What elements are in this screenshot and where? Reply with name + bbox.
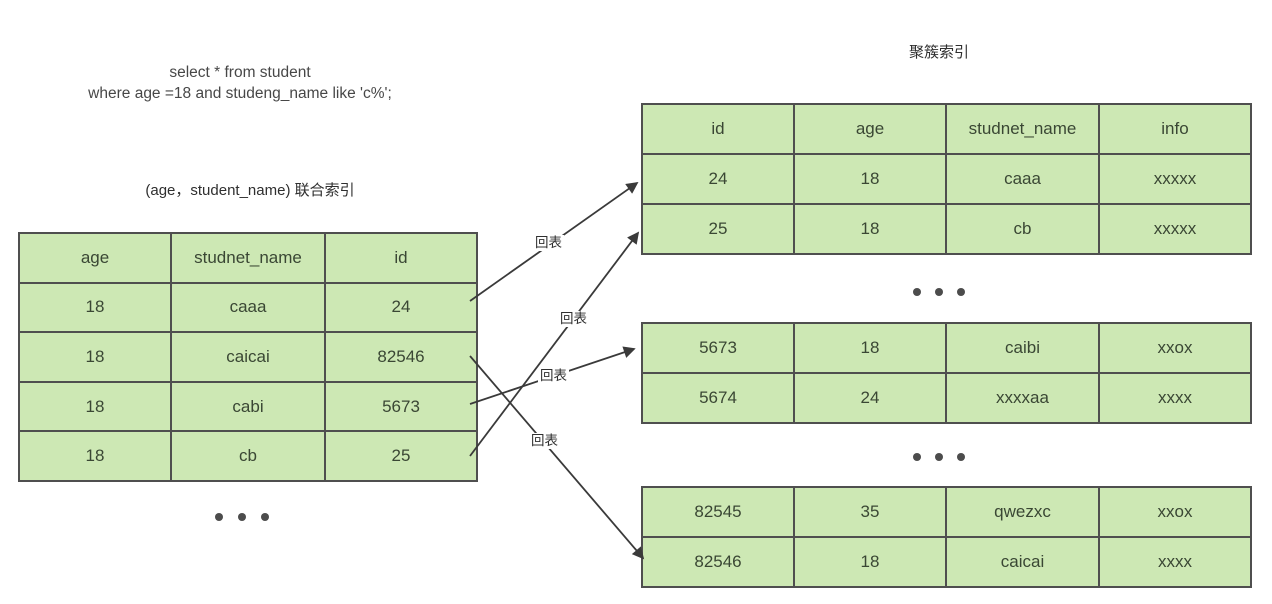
table-row: 5673 18 caibi xxox xyxy=(641,322,1252,374)
table-cell: 18 xyxy=(18,331,172,383)
ellipsis-dots-icon xyxy=(215,513,269,521)
header-cell: age xyxy=(18,232,172,284)
ellipsis-dots-icon xyxy=(913,453,965,461)
table-cell: 18 xyxy=(793,203,947,255)
table-cell: 25 xyxy=(324,430,478,482)
table-cell: 82546 xyxy=(641,536,795,588)
table-cell: xxox xyxy=(1098,486,1252,538)
table-cell: 5673 xyxy=(324,380,478,433)
sql-line-1: select * from student xyxy=(169,64,311,81)
table-cell: caibi xyxy=(945,322,1100,374)
header-cell: info xyxy=(1098,103,1252,155)
composite-index-title: (age，student_name) 联合索引 xyxy=(145,182,355,199)
arrow-id25-icon xyxy=(469,231,640,457)
table-cell: caicai xyxy=(945,536,1100,588)
clustered-index-table-top: id age studnet_name info 24 18 caaa xxxx… xyxy=(641,103,1252,255)
back-to-table-label: 回表 xyxy=(533,235,564,251)
header-cell: studnet_name xyxy=(945,103,1100,155)
table-cell: 18 xyxy=(793,536,947,588)
sql-line-2: where age =18 and studeng_name like 'c%'… xyxy=(88,85,392,102)
table-cell: caaa xyxy=(945,153,1100,205)
table-row: 18 cabi 5673 xyxy=(18,380,478,433)
back-to-table-label: 回表 xyxy=(558,311,589,327)
table-cell: cabi xyxy=(170,380,326,433)
header-cell: studnet_name xyxy=(170,232,326,284)
table-cell: 5673 xyxy=(641,322,795,374)
back-to-table-label: 回表 xyxy=(538,368,569,384)
table-cell: cb xyxy=(945,203,1100,255)
table-cell: 82545 xyxy=(641,486,795,538)
table-cell: qwezxc xyxy=(945,486,1100,538)
table-row: 18 caaa 24 xyxy=(18,281,478,334)
table-cell: 24 xyxy=(793,372,947,424)
table-cell: xxxxaa xyxy=(945,372,1100,424)
table-cell: 24 xyxy=(324,281,478,334)
table-cell: 18 xyxy=(18,281,172,334)
table-cell: 18 xyxy=(18,380,172,433)
table-cell: 25 xyxy=(641,203,795,255)
table-cell: 35 xyxy=(793,486,947,538)
clustered-index-title: 聚簇索引 xyxy=(908,44,969,61)
ellipsis-dots-icon xyxy=(913,288,965,296)
composite-index-table: age studnet_name id 18 caaa 24 18 caicai… xyxy=(18,232,478,482)
table-cell: caaa xyxy=(170,281,326,334)
header-cell: id xyxy=(324,232,478,284)
table-row: 82545 35 qwezxc xxox xyxy=(641,486,1252,538)
table-row: 18 caicai 82546 xyxy=(18,331,478,383)
table-cell: xxox xyxy=(1098,322,1252,374)
table-row: 5674 24 xxxxaa xxxx xyxy=(641,372,1252,424)
table-cell: caicai xyxy=(170,331,326,383)
table-cell: xxxxx xyxy=(1098,203,1252,255)
sql-query: select * from student where age =18 and … xyxy=(40,62,440,104)
back-to-table-label: 回表 xyxy=(529,433,560,449)
table-cell: xxxx xyxy=(1098,372,1252,424)
table-cell: 18 xyxy=(793,153,947,205)
table-cell: 18 xyxy=(18,430,172,482)
table-cell: 18 xyxy=(793,322,947,374)
table-row: 25 18 cb xxxxx xyxy=(641,203,1252,255)
table-header-row: id age studnet_name info xyxy=(641,103,1252,155)
table-cell: xxxxx xyxy=(1098,153,1252,205)
table-cell: 24 xyxy=(641,153,795,205)
clustered-index-table-middle: 5673 18 caibi xxox 5674 24 xxxxaa xxxx xyxy=(641,322,1252,424)
header-cell: age xyxy=(793,103,947,155)
table-row: 24 18 caaa xxxxx xyxy=(641,153,1252,205)
table-header-row: age studnet_name id xyxy=(18,232,478,284)
table-row: 82546 18 caicai xxxx xyxy=(641,536,1252,588)
table-cell: 5674 xyxy=(641,372,795,424)
clustered-index-table-bottom: 82545 35 qwezxc xxox 82546 18 caicai xxx… xyxy=(641,486,1252,588)
table-cell: 82546 xyxy=(324,331,478,383)
table-cell: xxxx xyxy=(1098,536,1252,588)
header-cell: id xyxy=(641,103,795,155)
table-row: 18 cb 25 xyxy=(18,430,478,482)
table-cell: cb xyxy=(170,430,326,482)
arrow-id82546-icon xyxy=(469,355,645,560)
